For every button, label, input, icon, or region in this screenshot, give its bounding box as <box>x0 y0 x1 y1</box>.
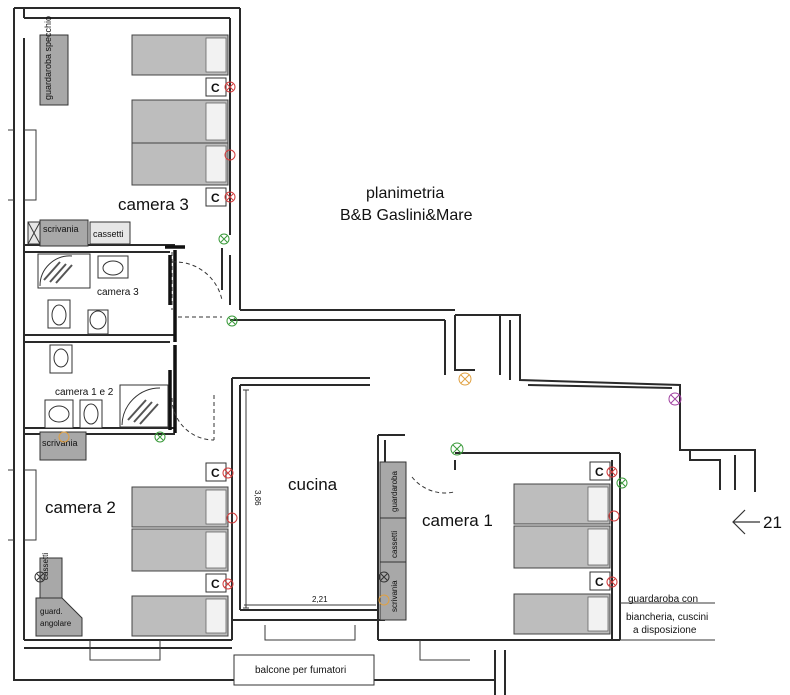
svg-text:cassetti: cassetti <box>93 229 124 239</box>
bed-camera3-3 <box>131 142 229 186</box>
svg-text:guardaroba specchio: guardaroba specchio <box>43 16 53 100</box>
closet-c-camera1-1: C <box>589 461 611 481</box>
label-camera2: camera 2 <box>45 498 116 517</box>
closet-c-camera3-2: C <box>205 187 227 207</box>
bed-camera2-2 <box>131 528 229 572</box>
svg-text:angolare: angolare <box>40 619 72 628</box>
svg-text:C: C <box>211 191 220 205</box>
label-camera1: camera 1 <box>422 511 493 530</box>
label-cucina: cucina <box>288 475 338 494</box>
bed-camera2-3 <box>131 595 229 637</box>
closet-c-camera1-2: C <box>589 571 611 591</box>
outlets <box>34 81 682 606</box>
svg-text:scrivania: scrivania <box>43 224 79 234</box>
closet-c-camera2-1: C <box>205 462 227 482</box>
title-line1: planimetria <box>366 185 444 202</box>
bed-camera3-1 <box>131 34 229 76</box>
scrivania-camera2: scrivania <box>39 431 87 461</box>
svg-text:biancheria, cuscini: biancheria, cuscini <box>626 612 708 623</box>
bathroom-camera12: camera 1 e 2 <box>44 344 169 429</box>
scrivania-camera3: scrivania <box>39 219 89 247</box>
bed-camera1-1 <box>513 483 611 525</box>
bathroom-camera3: camera 3 <box>37 253 139 335</box>
svg-text:3,86: 3,86 <box>253 490 262 506</box>
svg-text:C: C <box>595 465 604 479</box>
dimension-lines: 3,86 2,21 <box>243 389 376 609</box>
svg-text:21: 21 <box>763 513 782 532</box>
svg-text:a disposizione: a disposizione <box>633 625 697 636</box>
svg-text:C: C <box>211 81 220 95</box>
walls <box>8 7 756 695</box>
cassetti-camera1: cassetti <box>379 517 407 563</box>
door-swings <box>171 252 455 494</box>
bed-camera2-1 <box>131 486 229 528</box>
title-line2: B&B Gaslini&Mare <box>340 207 473 224</box>
svg-text:guardaroba: guardaroba <box>390 471 399 512</box>
svg-text:guard.: guard. <box>40 607 63 616</box>
guardaroba-note: guardaroba con biancheria, cuscini a dis… <box>620 594 715 641</box>
svg-text:guardaroba con: guardaroba con <box>628 594 698 605</box>
closet-c-camera3-1: C <box>205 77 227 97</box>
entrance-arrow: 21 <box>732 509 782 535</box>
svg-text:C: C <box>211 466 220 480</box>
bed-camera1-2 <box>513 525 611 569</box>
svg-text:scrivania: scrivania <box>42 438 78 448</box>
svg-text:cassetti: cassetti <box>390 531 399 558</box>
cassetti-camera2: cassetti <box>39 553 63 599</box>
svg-text:2,21: 2,21 <box>312 595 328 604</box>
guardaroba-angolare: guard. angolare <box>35 597 83 637</box>
bed-camera1-3 <box>513 593 611 635</box>
scrivania-camera1: scrivania <box>379 561 407 621</box>
svg-text:scrivania: scrivania <box>390 580 399 612</box>
svg-text:C: C <box>211 577 220 591</box>
svg-text:C: C <box>595 575 604 589</box>
svg-text:camera 3: camera 3 <box>97 287 139 298</box>
bed-camera3-2 <box>131 99 229 144</box>
balcone-box: balcone per fumatori <box>233 654 375 686</box>
guardaroba-specchio: guardaroba specchio <box>39 16 69 106</box>
guardaroba-camera1: guardaroba <box>379 461 407 519</box>
label-camera3: camera 3 <box>118 195 189 214</box>
svg-text:cassetti: cassetti <box>41 553 50 580</box>
svg-text:camera 1 e 2: camera 1 e 2 <box>55 387 114 398</box>
closet-c-camera2-2: C <box>205 573 227 593</box>
cassetti-camera3: cassetti <box>89 221 131 245</box>
svg-text:balcone per fumatori: balcone per fumatori <box>255 665 346 676</box>
